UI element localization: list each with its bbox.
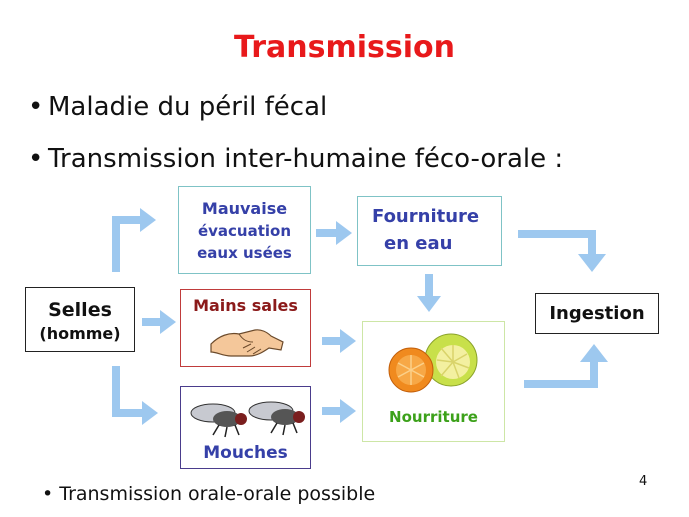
flies-icon	[190, 401, 305, 438]
mains-sales-box: Mains sales	[180, 289, 311, 367]
selles-box: Selles (homme)	[25, 287, 135, 352]
footer-bullet: • Transmission orale-orale possible	[42, 483, 375, 505]
bullet-text: Transmission inter-humaine féco-orale :	[48, 144, 564, 174]
fourniture-label-1: Fourniture	[372, 206, 480, 227]
mauvaise-label-3: eaux usées	[197, 244, 292, 262]
mauvaise-evacuation-box: Mauvaise évacuation eaux usées	[178, 186, 311, 274]
bullet-item: •Maladie du péril fécal	[28, 92, 327, 122]
handshake-icon	[210, 329, 284, 357]
footer-text: Transmission orale-orale possible	[59, 483, 376, 505]
nourriture-box: Nourriture	[362, 321, 505, 442]
nourriture-label: Nourriture	[389, 408, 478, 426]
page-number: 4	[639, 474, 648, 489]
mauvaise-label-1: Mauvaise	[201, 199, 288, 218]
mains-sales-label: Mains sales	[193, 296, 298, 315]
fourniture-eau-box: Fourniture en eau	[357, 196, 502, 266]
bullet-item: •Transmission inter-humaine féco-orale :	[28, 144, 563, 174]
bullet-text: Maladie du péril fécal	[48, 92, 328, 122]
ingestion-label: Ingestion	[549, 303, 645, 324]
arrow-selles-mauvaise	[112, 216, 140, 272]
selles-label: Selles	[48, 299, 112, 321]
selles-sublabel: (homme)	[39, 324, 121, 343]
mouches-label: Mouches	[203, 443, 288, 463]
fourniture-label-2: en eau	[384, 233, 453, 254]
bullet-dot: •	[28, 92, 44, 122]
fruits-icon	[388, 333, 478, 393]
bullet-dot: •	[42, 483, 60, 505]
arrow-nourriture-ingestion	[524, 360, 598, 388]
bullet-dot: •	[28, 144, 44, 174]
ingestion-box: Ingestion	[535, 293, 659, 334]
fly-left	[190, 403, 247, 438]
arrow-fourniture-ingestion	[518, 230, 596, 256]
mauvaise-label-2: évacuation	[197, 222, 292, 240]
fly-right	[248, 401, 305, 436]
arrow-selles-mouches	[112, 366, 142, 417]
mouches-box: Mouches	[180, 386, 311, 469]
slide-title: Transmission	[234, 30, 455, 65]
